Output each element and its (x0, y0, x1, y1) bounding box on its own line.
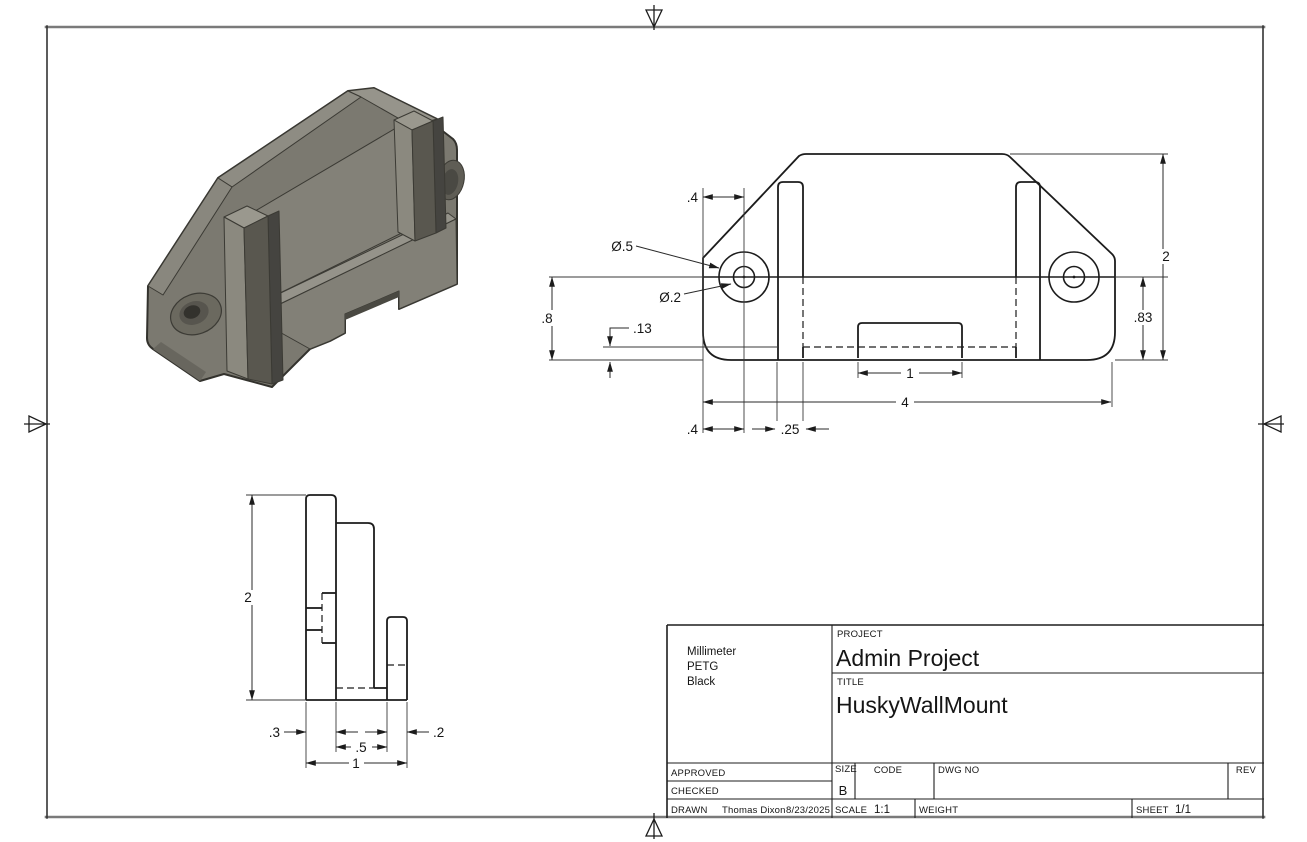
drawn-by: Thomas Dixon (722, 805, 786, 816)
dim-hole-offset-top: .4 (687, 190, 699, 205)
dim-side-height: 2 (244, 590, 252, 605)
dim-plate-thickness: .3 (269, 725, 280, 740)
code-label: CODE (874, 765, 902, 776)
front-rail-left (777, 181, 804, 360)
dim-wall-height: .83 (1134, 310, 1153, 325)
dim-hole-outer-dia: Ø.5 (611, 239, 633, 254)
material-notes: Millimeter PETG Black (687, 646, 736, 688)
drawing-border (44, 25, 1266, 819)
project-label: PROJECT (837, 629, 883, 640)
title-block: Millimeter PETG Black PROJECT Admin Proj… (666, 624, 1264, 818)
side-extension-lines (246, 494, 408, 768)
iso-rail-right (393, 110, 447, 242)
front-dim-masks (534, 249, 1175, 437)
dim-lip-height: .13 (633, 321, 652, 336)
side-part-outline (305, 494, 408, 701)
dim-hook-thickness: .2 (433, 725, 444, 740)
size-label: SIZE (835, 764, 857, 775)
front-hidden-lines (802, 277, 1017, 348)
title-block-grid (666, 624, 1264, 818)
mounting-hole-right (1048, 251, 1100, 303)
checked-label: CHECKED (671, 786, 719, 797)
dwg-no-label: DWG NO (938, 765, 979, 776)
center-mark-bottom-icon (644, 813, 664, 839)
front-view: .4 Ø.5 Ø.2 .8 .13 1 4 .4 .25 .83 2 (534, 153, 1175, 437)
sheet-label: SHEET (1136, 805, 1169, 816)
note-material: PETG (687, 661, 718, 673)
note-color: Black (687, 676, 715, 688)
side-hidden-lines (321, 593, 407, 689)
iso-hole-left (170, 292, 222, 336)
approved-label: APPROVED (671, 768, 725, 779)
sheet-value: 1/1 (1175, 804, 1191, 816)
dim-hole-height: .8 (541, 311, 552, 326)
scale-label: SCALE (835, 805, 867, 816)
side-dim-masks (240, 590, 372, 770)
center-mark-top-icon (644, 5, 664, 30)
note-units: Millimeter (687, 646, 736, 658)
dim-hole-offset-bottom: .4 (687, 422, 699, 437)
project-name: Admin Project (836, 645, 980, 671)
center-mark-right-icon (1258, 414, 1284, 434)
size-value: B (839, 783, 848, 798)
center-mark-left-icon (24, 414, 50, 434)
dim-notch-width: 1 (906, 366, 914, 381)
iso-notch-shadow (345, 291, 399, 320)
side-dimension-lines (249, 494, 429, 766)
dim-rail-width: .25 (781, 422, 800, 437)
side-view: 2 .3 .5 1 .2 (240, 494, 444, 771)
rev-label: REV (1236, 765, 1257, 776)
iso-lug-top-face (147, 177, 233, 296)
weight-label: WEIGHT (919, 805, 958, 816)
iso-view (146, 87, 465, 388)
drawn-date: 8/23/2025 (786, 805, 830, 816)
title-label: TITLE (837, 677, 864, 688)
drawn-label: DRAWN (671, 805, 708, 816)
front-part-outline (702, 153, 1116, 361)
front-rail-right (1015, 181, 1041, 360)
iso-lug-bottom-face (153, 342, 206, 381)
dim-overall-depth: 1 (352, 756, 360, 771)
scale-value: 1:1 (874, 804, 890, 816)
dim-overall-height: 2 (1162, 249, 1170, 264)
iso-rail-left (223, 205, 284, 385)
iso-hole-right-bore (441, 169, 459, 195)
drawing-title: HuskyWallMount (836, 692, 1008, 718)
dim-hole-inner-dia: Ø.2 (659, 290, 681, 305)
dim-channel-width: .5 (355, 740, 366, 755)
front-notch (857, 322, 963, 358)
dim-overall-width: 4 (901, 395, 909, 410)
